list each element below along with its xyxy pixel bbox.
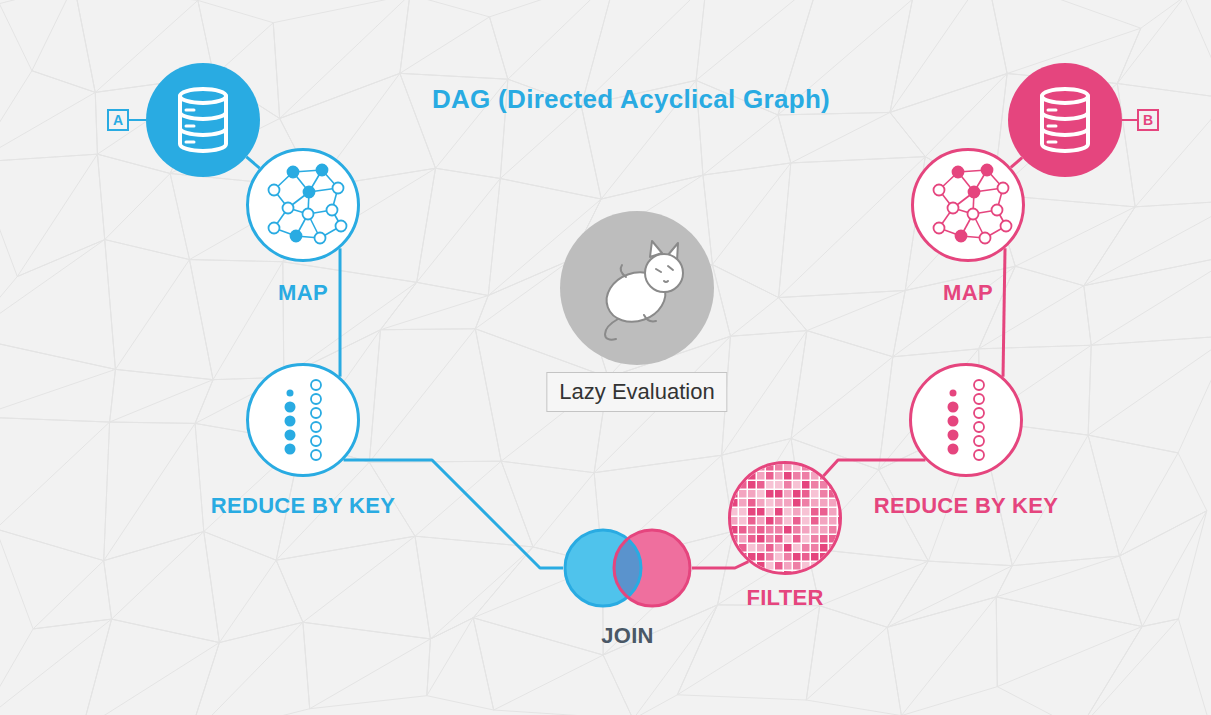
connector-line xyxy=(823,460,925,476)
cat-symbol xyxy=(560,211,714,365)
operation-label: REDUCE BY KEY xyxy=(874,493,1058,519)
operation-label: FILTER xyxy=(746,585,823,611)
connector xyxy=(692,562,748,568)
connector-line xyxy=(1003,248,1005,376)
connector xyxy=(1003,248,1005,376)
join-symbol xyxy=(563,528,692,608)
connector xyxy=(246,157,259,168)
reduce-node: REDUCE BY KEY xyxy=(246,363,360,477)
source-tag: A xyxy=(107,109,129,131)
map-symbol xyxy=(246,148,360,262)
operation-label: MAP xyxy=(278,280,328,306)
map-node: MAP xyxy=(911,148,1025,262)
filter-node: FILTER xyxy=(728,461,842,575)
map-node: MAP xyxy=(246,148,360,262)
cat-node: Lazy Evaluation xyxy=(560,211,714,365)
diagram-title: DAG (Directed Acyclical Graph) xyxy=(432,84,830,115)
connector-line xyxy=(246,157,259,168)
operation-label: MAP xyxy=(943,280,993,306)
reduce-symbol xyxy=(909,363,1023,477)
operation-label: REDUCE BY KEY xyxy=(211,493,395,519)
db-symbol xyxy=(146,63,260,177)
connector xyxy=(340,248,341,376)
connector xyxy=(1011,158,1022,168)
operation-label: JOIN xyxy=(601,623,654,649)
connector xyxy=(823,460,925,476)
db-node: A xyxy=(146,63,260,177)
connector-line xyxy=(339,248,342,376)
db-symbol xyxy=(1008,63,1122,177)
connector-line xyxy=(1011,158,1022,168)
join-node: JOIN xyxy=(563,528,692,608)
reduce-symbol xyxy=(246,363,360,477)
connector-line xyxy=(692,562,748,568)
map-symbol xyxy=(911,148,1025,262)
filter-symbol xyxy=(728,461,842,575)
source-tag: B xyxy=(1137,109,1159,131)
db-node: B xyxy=(1008,63,1122,177)
caption-box: Lazy Evaluation xyxy=(546,372,727,412)
reduce-node: REDUCE BY KEY xyxy=(909,363,1023,477)
